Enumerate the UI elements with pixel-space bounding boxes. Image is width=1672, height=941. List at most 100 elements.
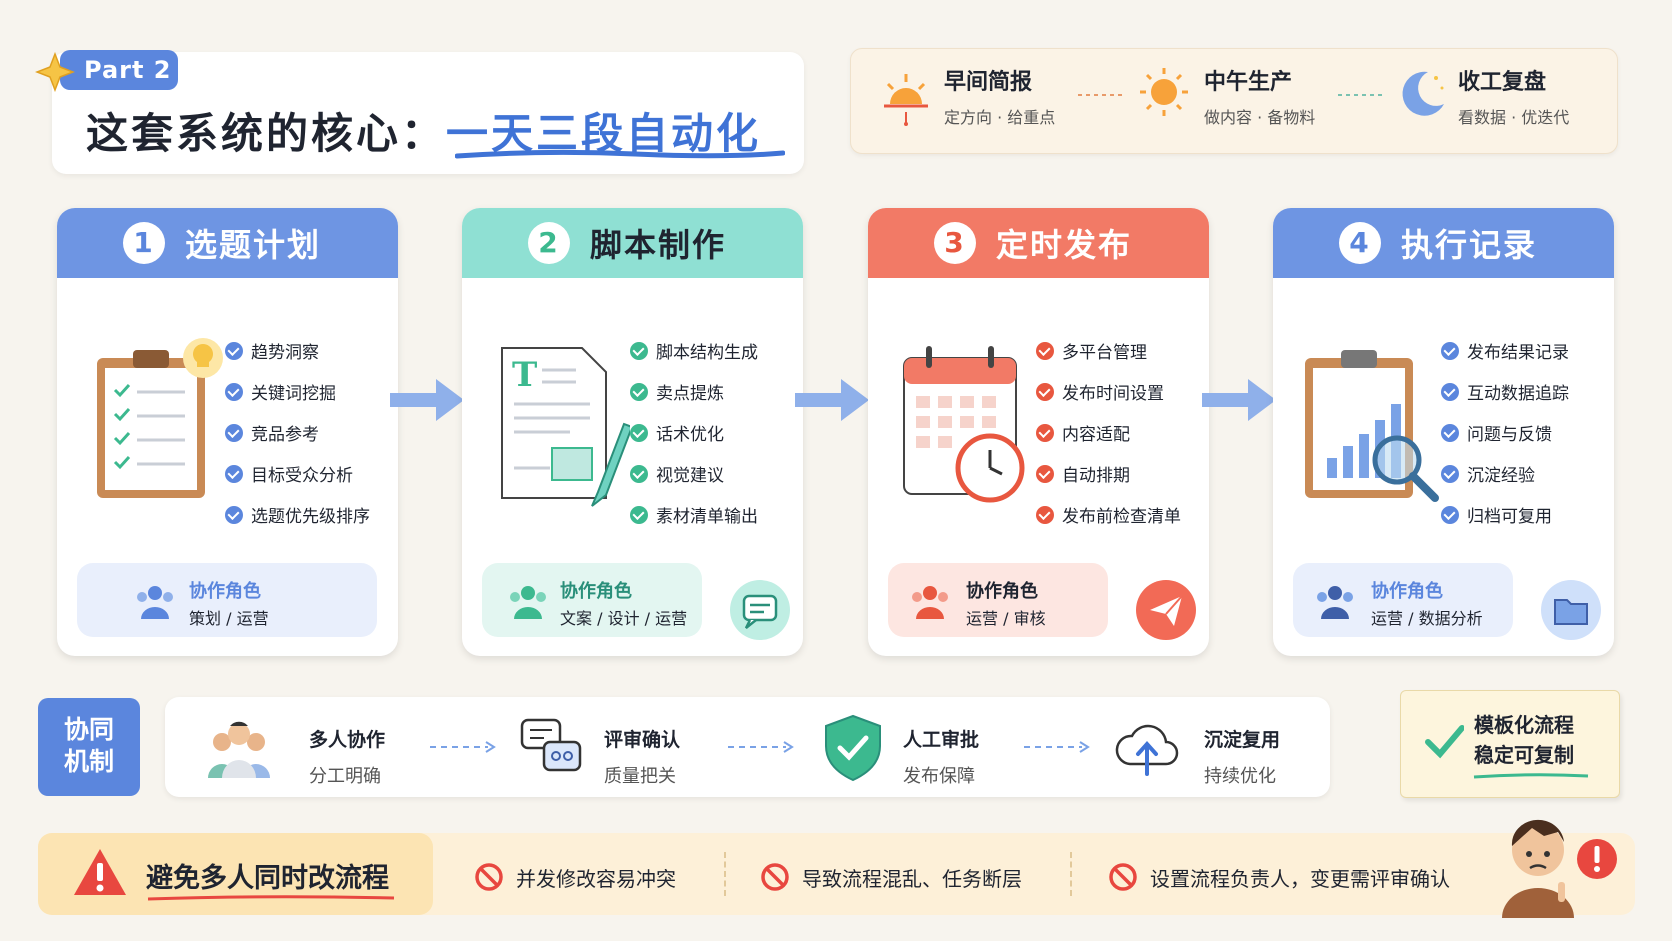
card-header: 3 定时发布 (868, 208, 1209, 278)
check-icon (1036, 505, 1054, 524)
divider (1070, 852, 1072, 896)
check-icon (225, 341, 243, 360)
card-header: 4 执行记录 (1273, 208, 1614, 278)
step-number: 4 (1339, 222, 1381, 264)
document-pen-icon: T (501, 347, 630, 507)
prohibited-icon (475, 863, 503, 891)
card-execution-log: 4 执行记录 发布结果记录 互动数据追踪 问题与反馈 沉淀经验 归档可复用 协作… (1273, 208, 1614, 656)
list-item: 关键词挖掘 (225, 371, 370, 412)
list-item: 发布前检查清单 (1036, 494, 1181, 535)
clipboard-chart-magnifier-icon (1305, 350, 1439, 502)
list-item: 趋势洞察 (225, 330, 370, 371)
flow-arrow-icon (1202, 379, 1276, 421)
list-item: 发布时间设置 (1036, 371, 1181, 412)
list-item: 问题与反馈 (1441, 412, 1569, 453)
warning-item: 设置流程负责人，变更需评审确认 (1108, 862, 1450, 892)
collab-step-approval: 人工审批 发布保障 (903, 729, 980, 787)
step-number: 2 (528, 222, 570, 264)
check-icon (1036, 464, 1054, 483)
check-icon (1036, 423, 1054, 442)
role-title: 协作角色 (189, 581, 261, 602)
cloud-upload-icon (1115, 724, 1179, 776)
part-badge: Part 2 (60, 50, 178, 90)
check-icon (225, 464, 243, 483)
check-icon (630, 464, 648, 483)
collab-role-box: 协作角色 运营 / 审核 (888, 563, 1108, 637)
folder-icon (1541, 580, 1601, 640)
sparkle-icon (35, 52, 75, 92)
card-topic-planning: 1 选题计划 趋势洞察 关键词挖掘 竞品参考 目标受众分析 选题优先级排序 协作… (57, 208, 398, 656)
team-icon (510, 586, 546, 619)
check-icon (225, 505, 243, 524)
template-underline (1473, 773, 1589, 779)
list-item: 自动排期 (1036, 453, 1181, 494)
card-header: 2 脚本制作 (462, 208, 803, 278)
list-item: 竞品参考 (225, 412, 370, 453)
role-title: 协作角色 (560, 581, 632, 602)
phase-connector (1078, 94, 1124, 96)
list-item: 互动数据追踪 (1441, 371, 1569, 412)
list-item: 脚本结构生成 (630, 330, 758, 371)
check-icon (630, 423, 648, 442)
list-item: 选题优先级排序 (225, 494, 370, 535)
sunrise-icon (884, 74, 928, 126)
role-members: 运营 / 数据分析 (1371, 609, 1483, 628)
flow-arrow-icon (795, 379, 869, 421)
role-members: 文案 / 设计 / 运营 (560, 609, 688, 628)
page-title-highlight: 一天三段自动化 (446, 109, 762, 158)
send-paper-plane-icon (1136, 580, 1196, 640)
card-title: 定时发布 (996, 226, 1133, 264)
dashed-arrow-icon (1024, 741, 1090, 753)
collab-mechanism-tag: 协同 机制 (38, 698, 140, 796)
collab-step-review: 评审确认 质量把关 (604, 729, 681, 787)
role-title: 协作角色 (1371, 581, 1443, 602)
dashed-arrow-icon (430, 741, 496, 753)
title-underline (455, 149, 785, 159)
check-icon (1036, 382, 1054, 401)
list-item: 发布结果记录 (1441, 330, 1569, 371)
check-icon (225, 423, 243, 442)
step-number: 3 (934, 222, 976, 264)
alert-exclamation-icon (1577, 839, 1617, 879)
clipboard-checklist-icon (97, 338, 223, 498)
warning-triangle-icon (74, 849, 126, 895)
dashed-arrow-icon (728, 741, 794, 753)
feature-list: 发布结果记录 互动数据追踪 问题与反馈 沉淀经验 归档可复用 (1441, 330, 1569, 535)
card-header: 1 选题计划 (57, 208, 398, 278)
sun-icon (1140, 68, 1188, 116)
role-members: 运营 / 审核 (966, 609, 1046, 628)
shield-check-icon (825, 714, 881, 782)
card-title: 选题计划 (185, 226, 322, 264)
team-icon (1317, 586, 1353, 619)
collab-role-box: 协作角色 运营 / 数据分析 (1293, 563, 1513, 637)
review-chat-icon (520, 718, 582, 772)
warning-title: 避免多人同时改流程 (146, 863, 389, 894)
warning-item: 导致流程混乱、任务断层 (760, 862, 1022, 892)
check-icon (1441, 505, 1459, 524)
template-note-card (1400, 690, 1620, 798)
team-people-icon (208, 721, 270, 778)
phase-noon: 中午生产 做内容 · 备物料 (1204, 70, 1316, 127)
warning-underline (147, 895, 395, 901)
team-icon (912, 586, 948, 619)
feature-list: 趋势洞察 关键词挖掘 竞品参考 目标受众分析 选题优先级排序 (225, 330, 370, 535)
chat-icon (730, 580, 790, 640)
card-title: 脚本制作 (590, 226, 727, 264)
card-script-production: 2 脚本制作 T 脚本结构生成 卖点提炼 话术优化 视觉建议 素材清单输出 协作… (462, 208, 803, 656)
step-number: 1 (123, 222, 165, 264)
card-title: 执行记录 (1401, 226, 1538, 264)
check-icon (1036, 341, 1054, 360)
role-title: 协作角色 (966, 581, 1038, 602)
warning-item: 并发修改容易冲突 (474, 862, 676, 892)
feature-list: 多平台管理 发布时间设置 内容适配 自动排期 发布前检查清单 (1036, 330, 1181, 535)
svg-text:T: T (512, 355, 537, 395)
check-icon (1441, 382, 1459, 401)
collab-step-teamwork: 多人协作 分工明确 (309, 729, 386, 787)
check-icon (225, 382, 243, 401)
list-item: 多平台管理 (1036, 330, 1181, 371)
calendar-clock-icon (903, 346, 1025, 503)
feature-list: 脚本结构生成 卖点提炼 话术优化 视觉建议 素材清单输出 (630, 330, 758, 535)
prohibited-icon (1109, 863, 1137, 891)
check-icon (630, 505, 648, 524)
collab-step-reuse: 沉淀复用 持续优化 (1204, 729, 1281, 787)
